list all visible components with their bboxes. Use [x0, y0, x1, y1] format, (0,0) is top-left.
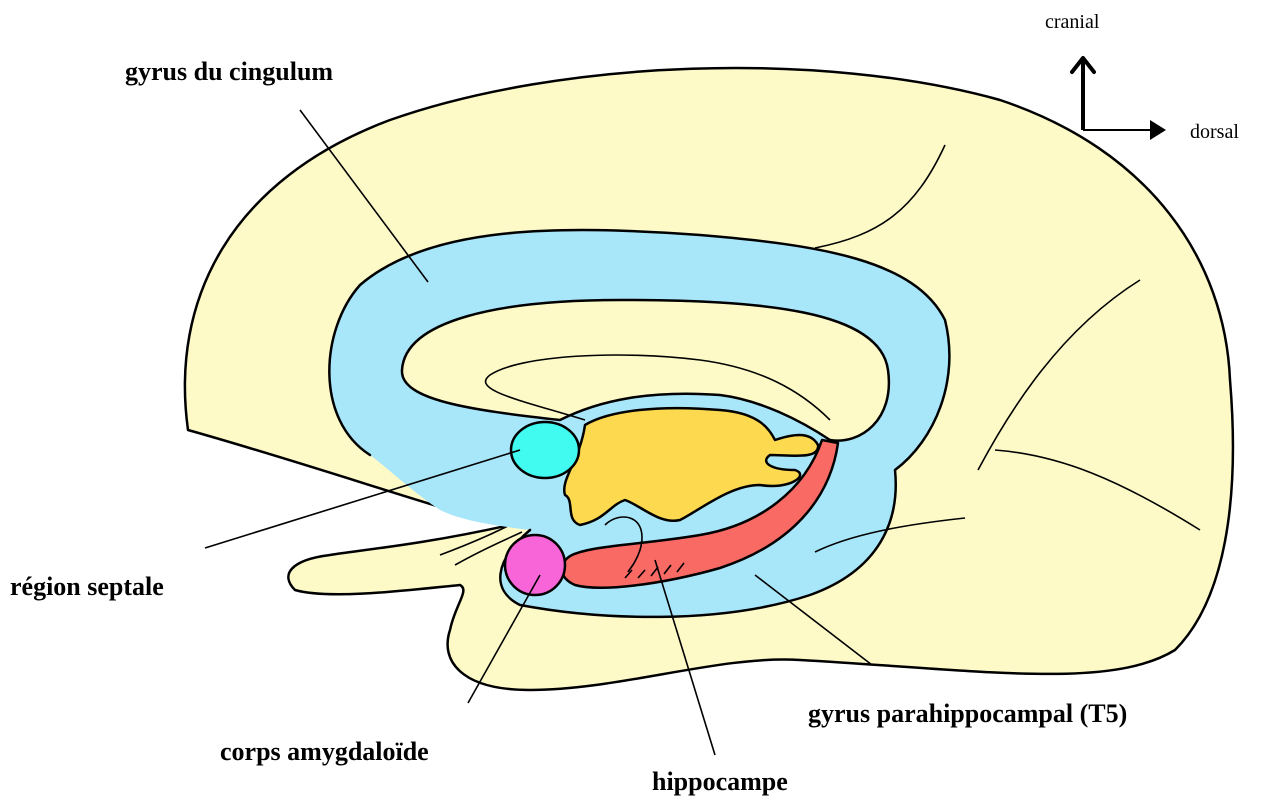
arrow-right-icon	[1150, 120, 1166, 140]
septal-region	[511, 422, 579, 478]
label-amygdala: corps amygdaloïde	[220, 737, 429, 766]
label-parahippocampal: gyrus parahippocampal (T5)	[808, 699, 1127, 728]
label-hippocampus: hippocampe	[652, 767, 788, 796]
label-cranial: cranial	[1045, 11, 1100, 33]
amygdala	[505, 535, 565, 595]
label-septal: région septale	[10, 572, 164, 601]
label-dorsal: dorsal	[1190, 121, 1239, 143]
orientation-indicator: cranial dorsal	[1045, 11, 1239, 143]
label-cingulate: gyrus du cingulum	[125, 57, 333, 86]
